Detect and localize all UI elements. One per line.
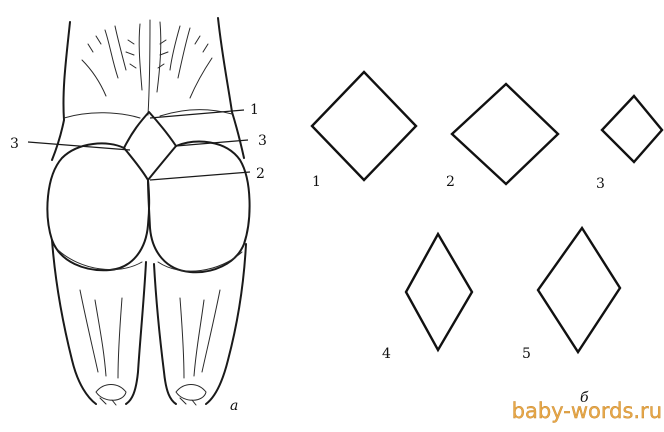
- rhombus-label-2: 2: [446, 174, 455, 190]
- rhombus-label-1: 1: [312, 174, 321, 190]
- rhombus-shape-5: [538, 228, 620, 352]
- label-point-3-right: 3: [258, 133, 267, 149]
- rhombus-shape-1: [312, 72, 416, 180]
- back-view-illustration: [28, 18, 250, 405]
- rhombus-label-4: 4: [382, 346, 391, 362]
- label-point-2: 2: [256, 166, 265, 182]
- rhombus-shape-2: [452, 84, 558, 184]
- panel-a-sublabel: а: [230, 398, 238, 414]
- rhombus-label-3: 3: [596, 176, 605, 192]
- rhombus-shape-3: [602, 96, 662, 162]
- rhombus-shape-4: [406, 234, 472, 350]
- rhombus-shapes: [312, 72, 662, 352]
- rhombus-label-5: 5: [522, 346, 531, 362]
- label-point-1: 1: [250, 102, 259, 118]
- watermark-text: baby-words.ru: [512, 399, 662, 423]
- label-point-3-left: 3: [10, 136, 19, 152]
